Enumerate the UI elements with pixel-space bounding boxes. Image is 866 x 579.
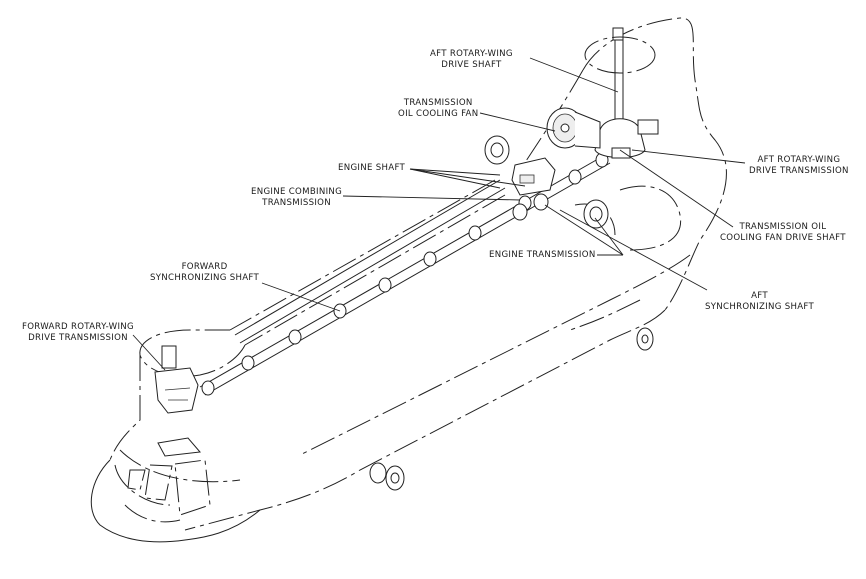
label-line: ENGINE COMBINING [251, 187, 343, 197]
aft-rotor-assembly [584, 27, 659, 159]
oil-cooling-fan [546, 107, 601, 149]
label-line: OIL COOLING FAN [398, 109, 479, 119]
label-line: FORWARD ROTARY-WING [22, 322, 134, 332]
label-line: COOLING FAN DRIVE SHAFT [720, 233, 846, 243]
label-line: SYNCHRONIZING SHAFT [705, 302, 815, 312]
label-forward-synchronizing-shaft: FORWARD SYNCHRONIZING SHAFT [150, 262, 259, 284]
label-transmission-oil-cooling-fan: TRANSMISSION OIL COOLING FAN [398, 98, 478, 120]
label-line: TRANSMISSION [403, 98, 473, 108]
label-transmission-oil-cooling-fan-drive-shaft: TRANSMISSION OIL COOLING FAN DRIVE SHAFT [720, 222, 846, 244]
label-line: ENGINE SHAFT [338, 163, 406, 173]
label-engine-transmission: ENGINE TRANSMISSION [489, 250, 596, 261]
engine-shafts [234, 179, 506, 344]
forward-rotor-assembly [154, 345, 199, 414]
label-forward-rotary-wing-drive-transmission: FORWARD ROTARY-WING DRIVE TRANSMISSION [22, 322, 134, 344]
label-line: TRANSMISSION [262, 198, 331, 208]
label-line: SYNCHRONIZING SHAFT [150, 273, 260, 283]
leader-lines [132, 57, 746, 371]
label-line: ENGINE TRANSMISSION [489, 250, 596, 260]
label-line: DRIVE TRANSMISSION [28, 333, 128, 343]
label-line: AFT [751, 291, 768, 301]
label-line: DRIVE TRANSMISSION [749, 166, 849, 176]
label-line: DRIVE SHAFT [441, 60, 502, 70]
engine-combining-transmission-part [511, 157, 556, 196]
label-engine-combining-transmission: ENGINE COMBINING TRANSMISSION [251, 187, 342, 209]
shaft-couplings [201, 152, 609, 396]
engine-transmissions [484, 135, 609, 229]
label-line: TRANSMISSION OIL [739, 222, 827, 232]
label-engine-shaft: ENGINE SHAFT [338, 163, 405, 174]
label-aft-synchronizing-shaft: AFT SYNCHRONIZING SHAFT [705, 291, 814, 313]
label-line: AFT ROTARY-WING [757, 155, 841, 165]
fuselage-outline [90, 17, 727, 543]
label-aft-rotary-wing-drive-shaft: AFT ROTARY-WING DRIVE SHAFT [430, 49, 513, 71]
label-aft-rotary-wing-drive-transmission: AFT ROTARY-WING DRIVE TRANSMISSION [749, 155, 849, 177]
label-line: FORWARD [181, 262, 228, 272]
label-line: AFT ROTARY-WING [430, 49, 513, 59]
landing-gear [369, 327, 654, 491]
